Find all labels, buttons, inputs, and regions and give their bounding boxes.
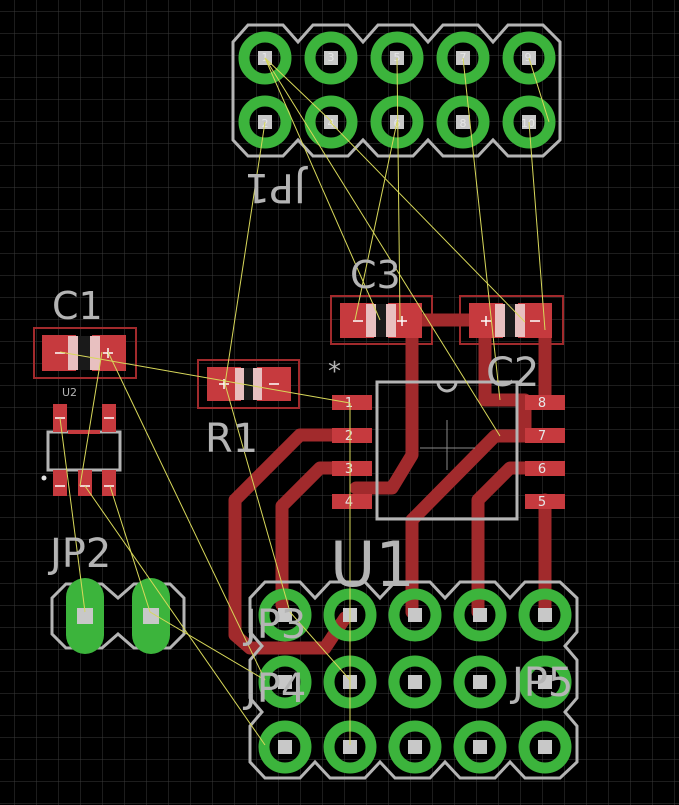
u1-label: U1 bbox=[330, 528, 415, 601]
header-pad bbox=[258, 655, 312, 709]
header-pad bbox=[388, 720, 442, 774]
u1-pin-label: 8 bbox=[538, 396, 546, 411]
smd-pad-marks bbox=[55, 316, 540, 487]
header-pad bbox=[453, 588, 507, 642]
header-pad bbox=[518, 720, 572, 774]
trace-u1-pin1-c3 bbox=[349, 313, 419, 495]
jp2-label: JP2 bbox=[47, 531, 111, 577]
jp1-pin-label: 10 bbox=[521, 117, 535, 130]
jp1-pin-label: 1 bbox=[262, 51, 269, 64]
u1-pin-label: 2 bbox=[345, 429, 353, 444]
header-pad bbox=[518, 588, 572, 642]
jp1-pin-label: 8 bbox=[460, 117, 467, 130]
jp5-label: JP5 bbox=[509, 660, 573, 706]
u1-pads bbox=[332, 395, 565, 509]
jp1-pad bbox=[304, 31, 358, 85]
u1-pin-label: 5 bbox=[538, 495, 546, 510]
jp1-pin-label: 5 bbox=[394, 51, 401, 64]
header-pad bbox=[258, 720, 312, 774]
r1-label: R1 bbox=[205, 416, 258, 462]
lower-headers-outline bbox=[248, 580, 579, 780]
c1-component bbox=[33, 327, 137, 379]
header-pad bbox=[518, 655, 572, 709]
trace-u1-pin2 bbox=[228, 428, 357, 655]
c1-label: C1 bbox=[52, 284, 103, 328]
jp1-pin-label: 7 bbox=[460, 51, 467, 64]
jp1-outline bbox=[231, 23, 562, 158]
jp2-pads bbox=[66, 578, 170, 654]
jp1-pin-label: 3 bbox=[328, 51, 335, 64]
jp1-label: JP1 bbox=[244, 164, 308, 210]
jp1-pad bbox=[304, 95, 358, 149]
u1-pin-label: 3 bbox=[345, 462, 353, 477]
ratsnest bbox=[59, 57, 550, 746]
silk-labels: JP1 C3 C1 C2 R1 U1 U2 JP2 JP3 JP4 JP5 * bbox=[47, 164, 573, 712]
u1-pin-labels: 1 2 3 4 5 6 7 8 bbox=[345, 396, 546, 510]
c3-label: C3 bbox=[350, 253, 401, 297]
trace-u1-pin7-jp bbox=[405, 429, 532, 619]
c2-label: C2 bbox=[486, 350, 539, 396]
origin-marker: * bbox=[328, 357, 341, 387]
u1-pin-label: 6 bbox=[538, 462, 546, 477]
jp4-label: JP4 bbox=[242, 666, 306, 712]
header-pad bbox=[453, 720, 507, 774]
trace-c2-u1-pin7 bbox=[478, 313, 532, 443]
jp3-label: JP3 bbox=[242, 602, 306, 648]
u1-pin-label: 7 bbox=[538, 429, 546, 444]
u2-label: U2 bbox=[62, 386, 77, 399]
u1-pin-label: 1 bbox=[345, 396, 353, 411]
jp1-pad bbox=[436, 95, 490, 149]
header-pad bbox=[388, 588, 442, 642]
u1-center-cross bbox=[420, 420, 475, 470]
header-pad bbox=[388, 655, 442, 709]
jp1-pin-label: 9 bbox=[525, 51, 532, 64]
u1-pin-label: 4 bbox=[345, 495, 353, 510]
u1-body bbox=[375, 380, 519, 521]
header-pad bbox=[453, 655, 507, 709]
